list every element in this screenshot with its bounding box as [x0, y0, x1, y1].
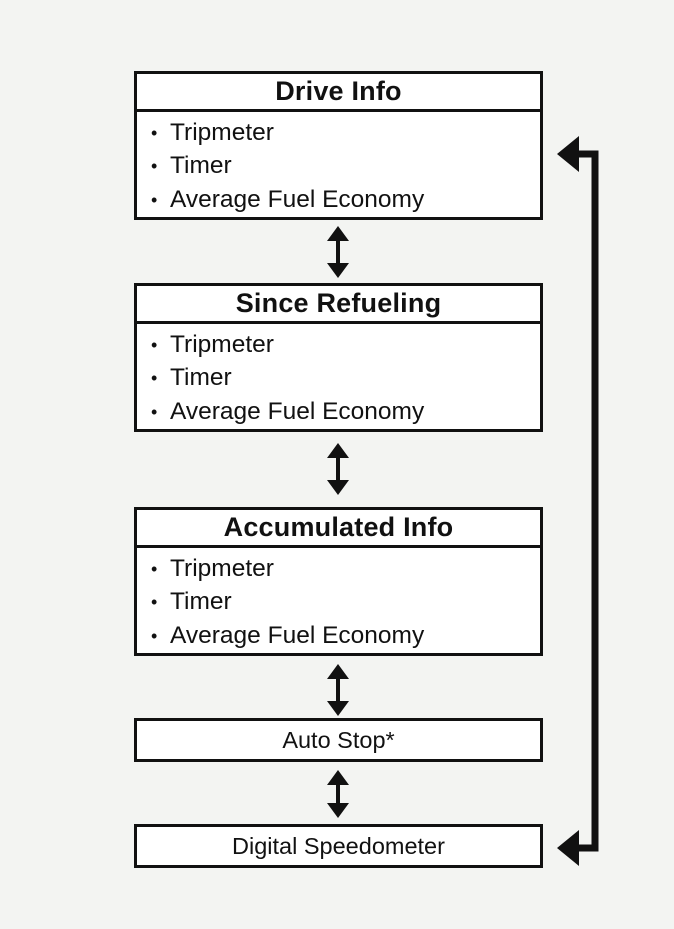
double-arrow-icon — [327, 770, 349, 818]
item-label: Average Fuel Economy — [170, 621, 425, 649]
item-label: Tripmeter — [170, 330, 274, 358]
list-item: • Tripmeter — [151, 552, 540, 586]
digital-speedometer-label: Digital Speedometer — [232, 832, 445, 859]
since-refueling-box: Since Refueling • Tripmeter • Timer • Av… — [134, 283, 543, 432]
auto-stop-label: Auto Stop* — [282, 726, 395, 753]
since-refueling-list: • Tripmeter • Timer • Average Fuel Econo… — [137, 324, 540, 429]
item-label: Timer — [170, 588, 232, 616]
double-arrow-icon — [327, 443, 349, 495]
return-loop-arrow-icon — [557, 136, 599, 866]
item-label: Average Fuel Economy — [170, 185, 425, 213]
drive-info-box: Drive Info • Tripmeter • Timer • Average… — [134, 71, 543, 220]
double-arrow-icon — [327, 664, 349, 716]
double-arrow-icon — [327, 226, 349, 278]
bullet-icon: • — [151, 625, 158, 646]
bullet-icon: • — [151, 334, 158, 355]
bullet-icon: • — [151, 368, 158, 389]
bullet-icon: • — [151, 401, 158, 422]
drive-info-title: Drive Info — [137, 74, 540, 112]
auto-stop-box: Auto Stop* — [134, 718, 543, 762]
bullet-icon: • — [151, 189, 158, 210]
list-item: • Tripmeter — [151, 116, 540, 150]
drive-info-list: • Tripmeter • Timer • Average Fuel Econo… — [137, 112, 540, 217]
item-label: Tripmeter — [170, 118, 274, 146]
since-refueling-title: Since Refueling — [137, 286, 540, 324]
bullet-icon: • — [151, 156, 158, 177]
list-item: • Average Fuel Economy — [151, 619, 540, 653]
list-item: • Timer — [151, 150, 540, 184]
accumulated-info-list: • Tripmeter • Timer • Average Fuel Econo… — [137, 548, 540, 653]
digital-speedometer-box: Digital Speedometer — [134, 824, 543, 868]
list-item: • Timer — [151, 362, 540, 396]
accumulated-info-title: Accumulated Info — [137, 510, 540, 548]
accumulated-info-box: Accumulated Info • Tripmeter • Timer • A… — [134, 507, 543, 656]
item-label: Average Fuel Economy — [170, 397, 425, 425]
bullet-icon: • — [151, 122, 158, 143]
list-item: • Tripmeter — [151, 328, 540, 362]
item-label: Tripmeter — [170, 554, 274, 582]
item-label: Timer — [170, 364, 232, 392]
bullet-icon: • — [151, 592, 158, 613]
item-label: Timer — [170, 152, 232, 180]
list-item: • Average Fuel Economy — [151, 395, 540, 429]
list-item: • Timer — [151, 586, 540, 620]
bullet-icon: • — [151, 558, 158, 579]
list-item: • Average Fuel Economy — [151, 183, 540, 217]
